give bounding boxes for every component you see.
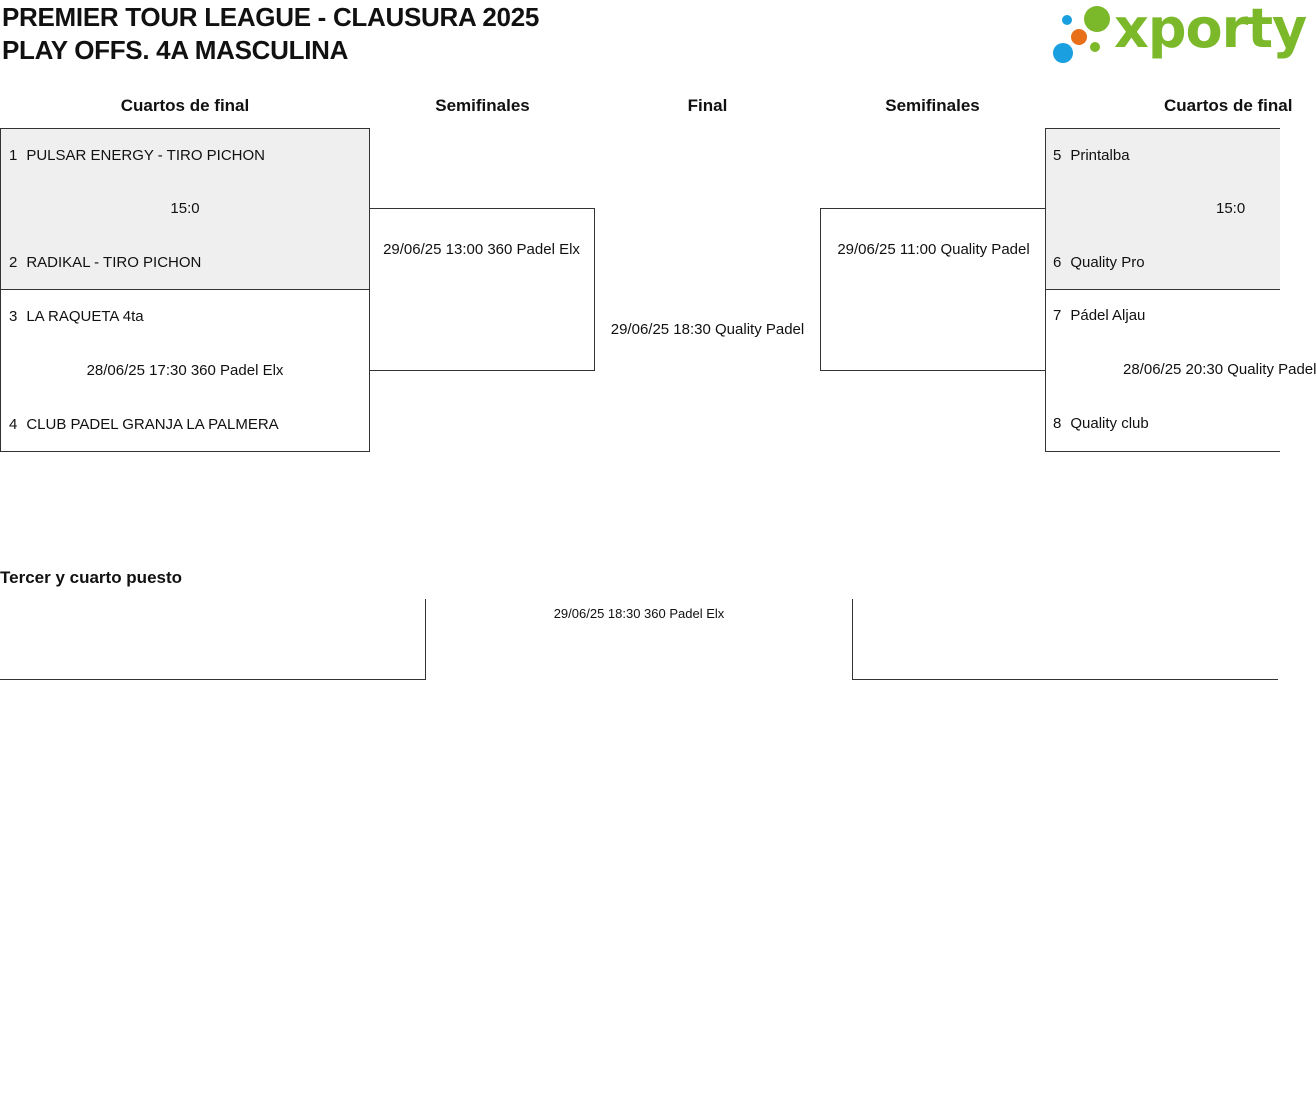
page-title: PREMIER TOUR LEAGUE - CLAUSURA 2025 xyxy=(2,2,540,32)
third-place-schedule: 29/06/25 18:30 360 Padel Elx xyxy=(553,606,725,621)
team-name: Quality club xyxy=(1070,415,1149,432)
team-seed: 6 xyxy=(1053,254,1062,271)
team-entry: 3 LA RAQUETA 4ta xyxy=(9,308,144,325)
final-schedule: 29/06/25 18:30 Quality Padel xyxy=(610,321,805,338)
logo-dots-icon xyxy=(1053,6,1110,63)
round-label-right-semis: Semifinales xyxy=(885,96,980,115)
semifinal-schedule: 29/06/25 11:00 Quality Padel xyxy=(837,241,1030,258)
team-entry: 2 RADIKAL - TIRO PICHON xyxy=(9,254,201,271)
round-label-left-semis: Semifinales xyxy=(435,96,530,115)
team-seed: 1 xyxy=(9,147,18,164)
third-place-heading: Tercer y cuarto puesto xyxy=(0,568,183,587)
team-seed: 2 xyxy=(9,254,18,271)
team-entry: 8 Quality club xyxy=(1053,415,1149,432)
team-name: Quality Pro xyxy=(1070,254,1145,271)
team-seed: 8 xyxy=(1053,415,1062,432)
team-entry: 4 CLUB PADEL GRANJA LA PALMERA xyxy=(9,416,279,433)
team-name: CLUB PADEL GRANJA LA PALMERA xyxy=(26,416,279,433)
page-subtitle: PLAY OFFS. 4A MASCULINA xyxy=(2,35,349,65)
right-quarter-match-2: 7 Pádel Aljau 28/06/25 20:30 Quality Pade… xyxy=(1045,289,1316,452)
team-entry: 6 Quality Pro xyxy=(1053,254,1145,271)
team-entry: 5 Printalba xyxy=(1053,147,1130,164)
xporty-logo: xporty xyxy=(1052,0,1307,66)
left-quarter-match-2: 3 LA RAQUETA 4ta 28/06/25 17:30 360 Padel… xyxy=(0,289,370,452)
team-seed: 4 xyxy=(9,416,18,433)
match-result: 15:0 xyxy=(170,200,200,217)
team-entry: 1 PULSAR ENERGY - TIRO PICHON xyxy=(9,147,265,164)
team-entry: 7 Pádel Aljau xyxy=(1053,307,1145,324)
semifinal-schedule: 29/06/25 13:00 360 Padel Elx xyxy=(383,241,580,258)
match-schedule: 28/06/25 17:30 360 Padel Elx xyxy=(86,362,284,379)
team-seed: 7 xyxy=(1053,307,1062,324)
team-name: PULSAR ENERGY - TIRO PICHON xyxy=(26,147,266,164)
logo-wordmark: xporty xyxy=(1114,0,1307,60)
left-semifinal: 29/06/25 13:00 360 Padel Elx xyxy=(369,208,595,371)
left-quarter-match-1: 1 PULSAR ENERGY - TIRO PICHON 15:0 2 RADIK… xyxy=(0,128,370,290)
round-label-right-quarters: Cuartos de final xyxy=(1164,96,1293,115)
team-seed: 3 xyxy=(9,308,18,325)
match-result: 15:0 xyxy=(1216,200,1246,217)
round-label-left-quarters: Cuartos de final xyxy=(120,96,250,115)
round-label-final: Final xyxy=(687,96,728,115)
team-name: RADIKAL - TIRO PICHON xyxy=(26,254,202,271)
team-seed: 5 xyxy=(1053,147,1062,164)
third-place-slot-left xyxy=(0,599,426,680)
right-semifinal: 29/06/25 11:00 Quality Padel xyxy=(820,208,1046,371)
team-name: LA RAQUETA 4ta xyxy=(26,308,144,325)
match-schedule: 28/06/25 20:30 Quality Padel xyxy=(1123,361,1316,378)
right-quarter-match-1: 5 Printalba 15:0 6 Quality Pro xyxy=(1045,128,1280,290)
third-place-slot-right xyxy=(852,599,1278,680)
team-name: Pádel Aljau xyxy=(1070,307,1146,324)
team-name: Printalba xyxy=(1070,147,1130,164)
